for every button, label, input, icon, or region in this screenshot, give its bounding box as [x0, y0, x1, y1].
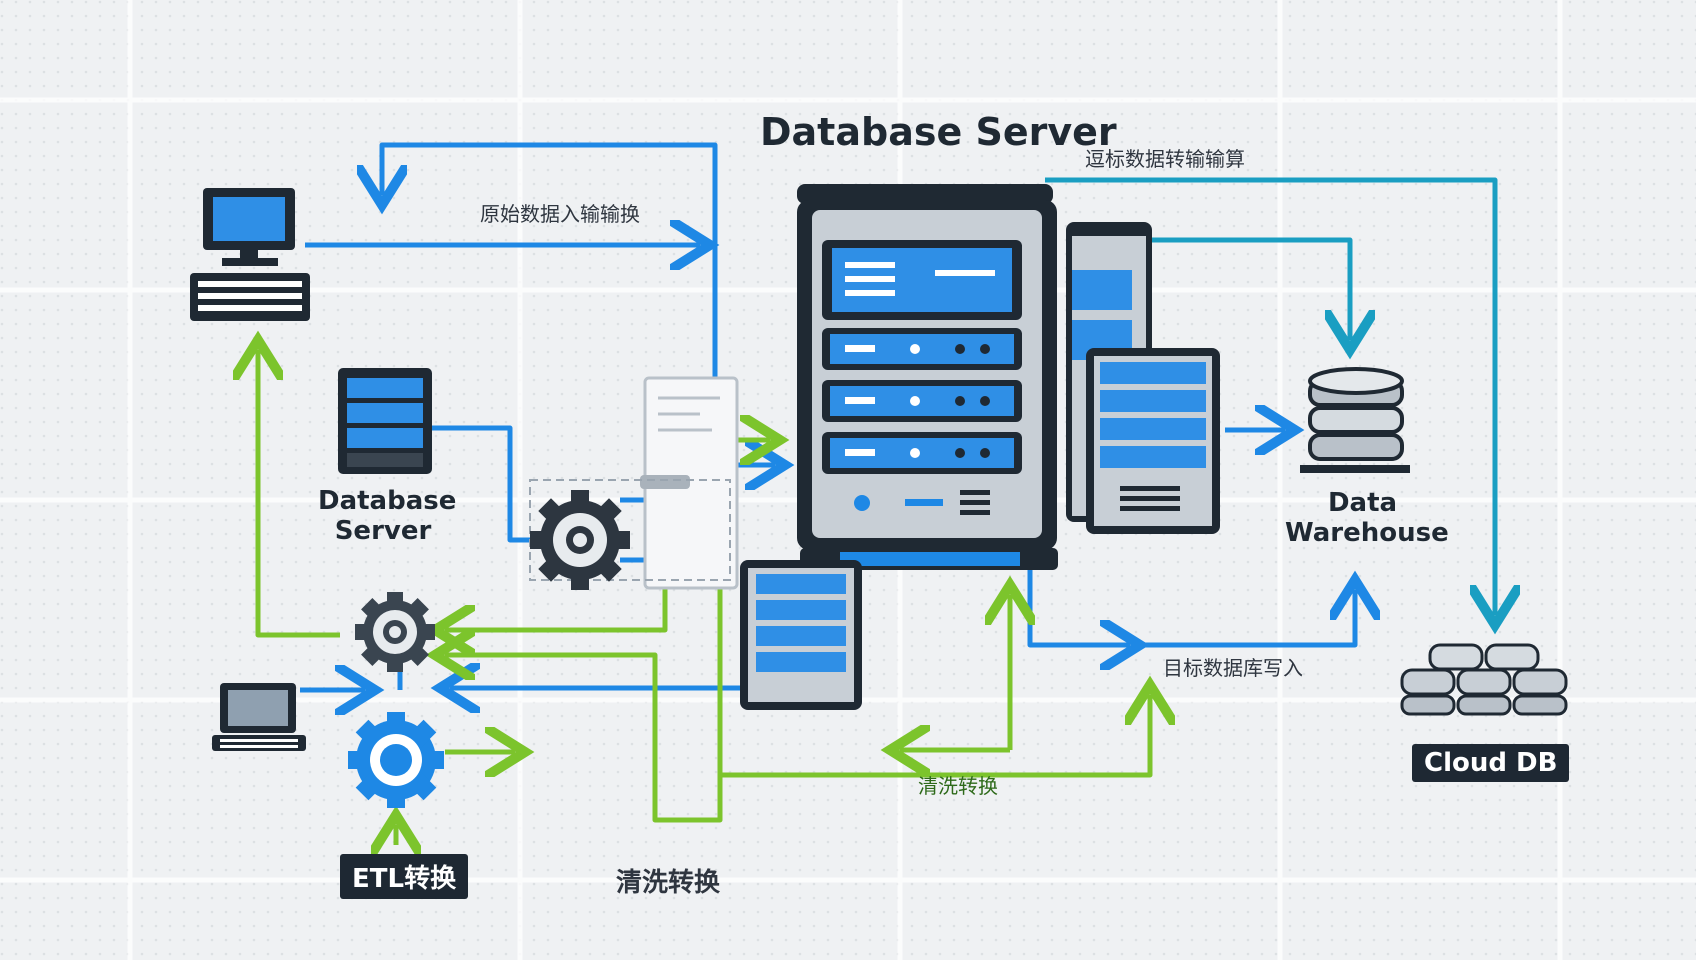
etl-badge: ETL转换 [340, 854, 469, 899]
edge-gear-to-desktop [258, 350, 340, 638]
server-rack-icon [1086, 348, 1220, 534]
main-server-icon [797, 184, 1058, 570]
document-icon [640, 376, 739, 590]
warehouse-label: Data Warehouse [1285, 488, 1449, 548]
edge-bottom-return [720, 695, 1150, 778]
edge-label-top-left: 原始数据入输输换 [480, 202, 640, 226]
database-cylinder-icon [1300, 367, 1410, 473]
gear-icon [530, 490, 630, 590]
edge-label-bottom-mid: 清洗转换 [918, 774, 998, 798]
server-rack-icon [740, 560, 862, 710]
edge-left-server-to-gear [430, 425, 540, 543]
dashed-panel [529, 479, 731, 581]
edge-to-cloud [1045, 177, 1495, 615]
cloud-database-icon [1400, 643, 1568, 716]
left-server-label: Database Server [318, 486, 457, 546]
cloud-db-badge: Cloud DB [1412, 744, 1570, 782]
edge-server-to-target [1027, 560, 1130, 645]
edge-label-right-mid: 目标数据库写入 [1163, 656, 1303, 680]
edge-top-loop [382, 142, 718, 245]
clean-transform-label: 清洗转换 [616, 868, 721, 898]
edge-label-top-right: 逗标数据转输输算 [1085, 147, 1245, 171]
desktop-computer-icon [190, 188, 310, 321]
gear-icon [355, 592, 435, 672]
gear-icon [348, 712, 444, 808]
server-rack-icon [338, 368, 432, 474]
diagram-title: Database Server [760, 110, 1117, 154]
edge-to-warehouse-top [1150, 237, 1350, 340]
edge-target-to-warehouse [1135, 590, 1355, 648]
laptop-icon [212, 683, 306, 751]
edge-green-loop [445, 480, 723, 823]
